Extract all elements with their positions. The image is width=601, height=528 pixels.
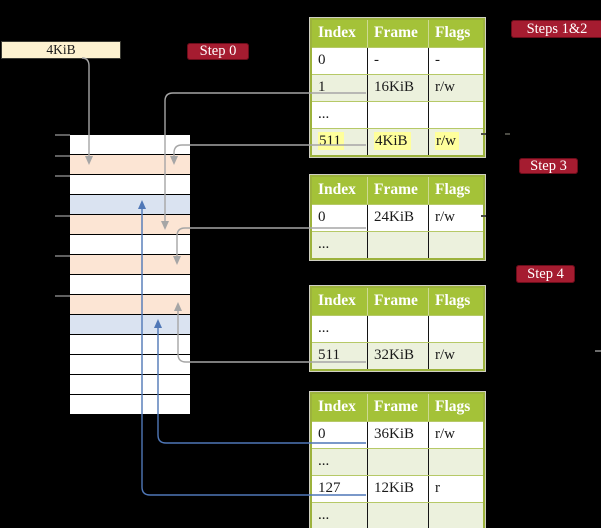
table-cell: r bbox=[435, 480, 440, 496]
memory-frame-row-1 bbox=[70, 155, 190, 175]
memory-frame-row-11 bbox=[70, 355, 190, 375]
table-cell: r/w bbox=[435, 347, 455, 363]
column-header: Index bbox=[312, 177, 368, 204]
memory-frame-row-8 bbox=[70, 295, 190, 315]
table-cell bbox=[368, 232, 429, 258]
table-cell: 127 bbox=[312, 476, 368, 502]
memory-frame-row-7 bbox=[70, 275, 190, 295]
column-header: Frame bbox=[368, 394, 429, 421]
column-header: Flags bbox=[435, 24, 471, 41]
memory-frame-row-10 bbox=[70, 335, 190, 355]
column-header: Index bbox=[312, 20, 368, 47]
table-cell bbox=[429, 449, 483, 475]
memory-frame-row-0 bbox=[70, 135, 190, 155]
memory-frame-row-3 bbox=[70, 195, 190, 215]
table-cell: r/w bbox=[429, 129, 483, 155]
table-cell: 32KiB bbox=[368, 343, 429, 369]
table-row: ... bbox=[312, 101, 483, 128]
badge-steps-1-2: Steps 1&2 bbox=[511, 20, 601, 38]
table-cell: - bbox=[435, 52, 440, 68]
column-header: Frame bbox=[368, 20, 429, 47]
table-cell: 36KiB bbox=[368, 422, 429, 448]
table-cell: - bbox=[368, 48, 429, 74]
table-cell bbox=[368, 503, 429, 528]
table-cell: 511 bbox=[312, 129, 368, 155]
table-cell: ... bbox=[312, 449, 368, 475]
badge-step-0: Step 0 bbox=[187, 43, 249, 60]
column-header: Frame bbox=[368, 177, 429, 204]
table-cell: 16KiB bbox=[368, 75, 429, 101]
memory-frame-row-9 bbox=[70, 315, 190, 335]
table-cell: 24KiB bbox=[368, 205, 429, 231]
table-cell: 511 bbox=[312, 343, 368, 369]
table-row: ... bbox=[312, 502, 483, 528]
table-row: ... bbox=[312, 231, 483, 258]
column-header: Flags bbox=[435, 292, 471, 309]
column-header: Flags bbox=[435, 181, 471, 198]
table-cell: 0 bbox=[312, 205, 368, 231]
badge-step-4: Step 4 bbox=[516, 265, 575, 283]
table-cell bbox=[368, 316, 429, 342]
column-header: Frame bbox=[368, 288, 429, 315]
table-cell: 0 bbox=[312, 422, 368, 448]
table-cell bbox=[368, 449, 429, 475]
table-row: 0-- bbox=[312, 47, 483, 74]
table-cell: 1 bbox=[312, 75, 368, 101]
column-header: Index bbox=[312, 288, 368, 315]
table-cell: 0 bbox=[312, 48, 368, 74]
column-header: Flags bbox=[435, 398, 471, 415]
page-size-label: 4KiB bbox=[1, 41, 121, 59]
table-row: ... bbox=[312, 315, 483, 342]
frame-stack-ticks bbox=[55, 134, 70, 297]
table-cell bbox=[368, 102, 429, 128]
memory-frame-row-2 bbox=[70, 175, 190, 195]
memory-frame-stack bbox=[70, 135, 190, 415]
badge-step-3: Step 3 bbox=[519, 158, 578, 174]
table-row: ... bbox=[312, 448, 483, 475]
table-cell: r/w bbox=[435, 209, 455, 225]
table-cell: r/w bbox=[435, 426, 455, 442]
memory-frame-row-12 bbox=[70, 375, 190, 395]
table-cell: r/w bbox=[435, 79, 455, 95]
table-cell bbox=[429, 316, 483, 342]
memory-frame-row-13 bbox=[70, 395, 190, 415]
table-cell: 4KiB bbox=[368, 129, 429, 155]
table-cell: ... bbox=[312, 232, 368, 258]
table-cell bbox=[429, 503, 483, 528]
memory-frame-row-5 bbox=[70, 235, 190, 255]
table-cell: ... bbox=[312, 102, 368, 128]
table-cell bbox=[429, 102, 483, 128]
column-header: Index bbox=[312, 394, 368, 421]
table-cell: 12KiB bbox=[368, 476, 429, 502]
memory-frame-row-4 bbox=[70, 215, 190, 235]
memory-frame-row-6 bbox=[70, 255, 190, 275]
table-cell: ... bbox=[312, 503, 368, 528]
table-cell: ... bbox=[312, 316, 368, 342]
table-cell bbox=[429, 232, 483, 258]
